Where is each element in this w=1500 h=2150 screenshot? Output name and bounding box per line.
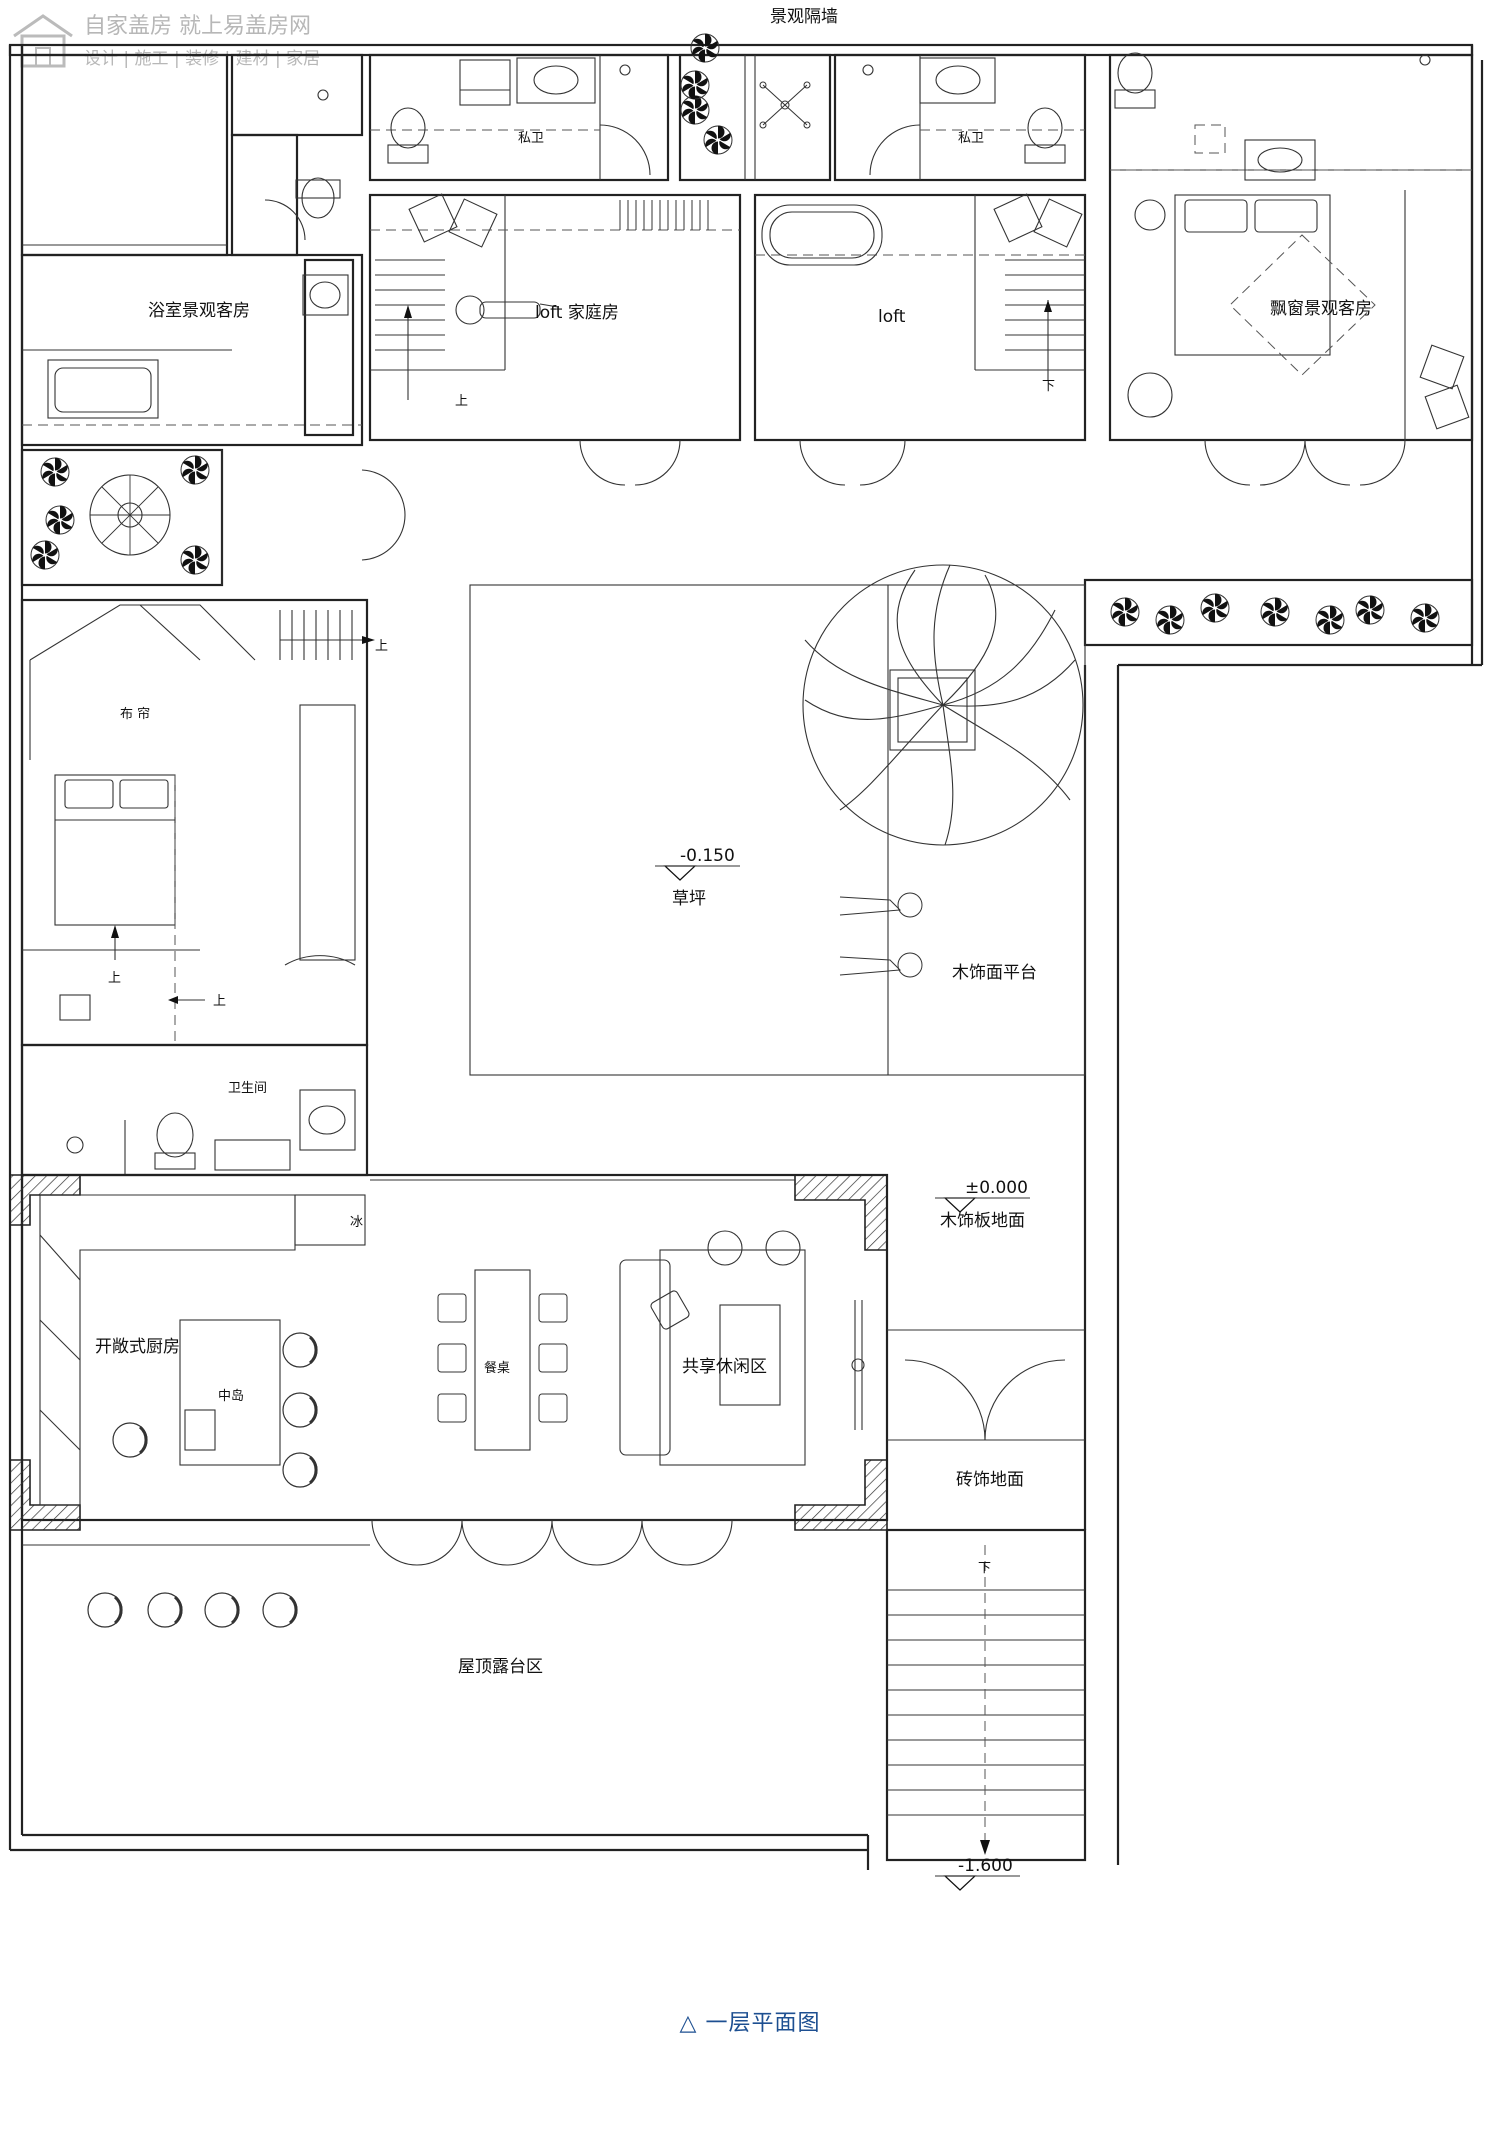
room-labels: 景观隔墙 私卫 私卫 loft 家庭房 loft 飘窗景观客房 浴室景观客房 布… [95, 7, 1372, 1677]
label-shared-lounge: 共享休闲区 [682, 1357, 767, 1377]
label-bath-view-guest-room: 浴室景观客房 [148, 301, 250, 321]
label-wood-deck: 木饰面平台 [952, 963, 1037, 983]
elevation-labels: -0.150 ±0.000 -1.600 [680, 846, 1028, 1876]
label-down-1: 下 [1042, 379, 1055, 394]
label-fridge: 冰 [350, 1215, 363, 1230]
elevation-stair-bottom: -1.600 [958, 1856, 1013, 1876]
label-up-1: 上 [455, 394, 468, 409]
label-open-kitchen: 开敞式厨房 [95, 1337, 180, 1357]
elevation-ground: ±0.000 [965, 1178, 1028, 1198]
label-tile-floor: 砖饰地面 [956, 1470, 1024, 1490]
label-loft: loft [878, 307, 906, 327]
figure-caption: △ 一层平面图 [679, 2011, 821, 2036]
label-toilet-room: 卫生间 [228, 1081, 267, 1096]
courtyard [469, 564, 1086, 1891]
entry-stair [86, 1329, 1087, 1862]
label-private-bath-left: 私卫 [518, 131, 544, 146]
watermark-slogan: 自家盖房 就上易盖房网 [84, 14, 311, 39]
left-wing [20, 598, 375, 1177]
label-loft-family-room: loft 家庭房 [535, 303, 619, 323]
main-hall [9, 1173, 889, 1566]
label-roof-terrace: 屋顶露台区 [458, 1657, 543, 1677]
label-bay-window-guest-room: 飘窗景观客房 [1270, 299, 1372, 319]
label-up-2: 上 [375, 639, 388, 654]
label-landscape-wall: 景观隔墙 [770, 7, 838, 27]
label-lawn: 草坪 [672, 889, 706, 909]
elevation-lawn: -0.150 [680, 846, 735, 866]
label-wood-floor: 木饰板地面 [940, 1211, 1025, 1231]
doors [264, 124, 1406, 561]
label-kitchen-island: 中岛 [218, 1388, 244, 1404]
label-cloth-curtain: 布 帘 [120, 706, 150, 722]
top-rooms [20, 53, 1474, 647]
label-up-4: 上 [213, 994, 226, 1009]
top-fixtures [47, 52, 1470, 430]
label-down-2: 下 [978, 1561, 991, 1576]
label-dining-table: 餐桌 [484, 1360, 510, 1376]
plants [30, 33, 1440, 635]
label-up-3: 上 [108, 971, 121, 986]
label-private-bath-right: 私卫 [958, 131, 984, 146]
